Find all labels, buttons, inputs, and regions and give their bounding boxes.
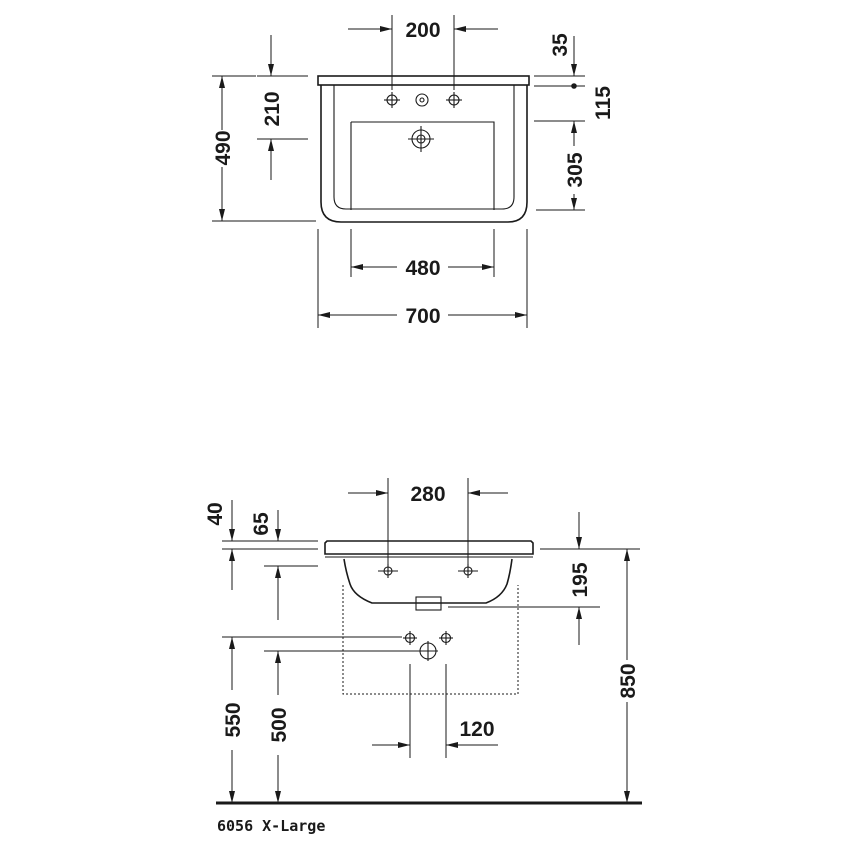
supply-right-icon: [439, 631, 453, 645]
tap-front-left-icon: [378, 564, 398, 578]
dim-65: 65: [250, 512, 273, 536]
dim-200: 200: [405, 19, 440, 42]
dim-700: 700: [405, 305, 440, 328]
dim-195: 195: [569, 562, 592, 597]
bowl-outline: [350, 121, 495, 210]
basin-rim-front: [324, 540, 534, 555]
dim-490: 490: [212, 130, 235, 165]
caption: 6056 X-Large: [217, 817, 325, 835]
tap-hole-right-icon: [446, 92, 462, 108]
trap-area-dashed: [342, 585, 519, 695]
bowl-front: [343, 558, 513, 604]
supply-left-icon: [403, 631, 417, 645]
dim-305: 305: [564, 152, 587, 187]
waste-outlet-icon: [418, 641, 438, 661]
dim-115: 115: [592, 86, 615, 120]
basin-inner-outline: [333, 85, 515, 210]
dim-550: 550: [222, 702, 245, 737]
top-view: 200 35 115 305 210 490: [212, 15, 615, 328]
basin-outline: [320, 85, 528, 223]
tap-hole-left-icon: [384, 92, 400, 108]
dim-210: 210: [261, 91, 284, 126]
front-view: 280 40 65 195 850 550: [204, 478, 642, 805]
dim-40: 40: [204, 502, 227, 525]
dim-280: 280: [410, 483, 445, 506]
tap-hole-center-icon: [415, 93, 429, 107]
basin-rim: [317, 75, 530, 86]
dim-480: 480: [405, 257, 440, 280]
dim-120: 120: [459, 718, 494, 741]
dim-35: 35: [549, 33, 572, 57]
drain-stub: [415, 596, 442, 611]
dim-500: 500: [268, 707, 291, 742]
dim-850: 850: [617, 663, 640, 698]
tap-front-right-icon: [458, 564, 478, 578]
drain-icon: [408, 126, 434, 152]
